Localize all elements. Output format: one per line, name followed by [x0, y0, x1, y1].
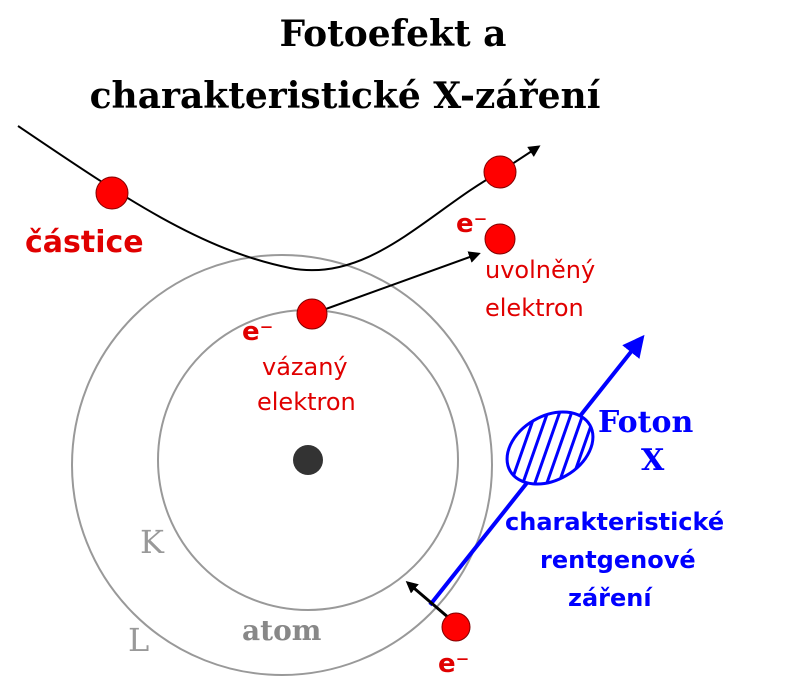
particle-label: částice [25, 225, 144, 260]
shell-k-label: K [140, 523, 165, 561]
incident-particle [96, 177, 128, 209]
released-electron [485, 224, 515, 254]
shell-l-label: L [128, 621, 149, 659]
title-line-2: charakteristické X-záření [90, 75, 601, 117]
outer-electron-symbol: e⁻ [438, 649, 469, 679]
photon-label-line-2: X [641, 443, 665, 478]
bound-electron [297, 299, 327, 329]
bound-label-line-1: vázaný [262, 353, 348, 381]
characteristic-label-line-1: charakteristické [505, 508, 724, 536]
released-label-line-2: elektron [485, 294, 584, 322]
bound-electron-symbol: e⁻ [242, 317, 273, 347]
characteristic-label-line-2: rentgenové [540, 546, 696, 574]
title-line-1: Fotoefekt a [280, 13, 507, 55]
characteristic-label-line-3: záření [568, 584, 653, 612]
shell-l-circle [72, 255, 492, 675]
nucleus [293, 445, 323, 475]
scattered-particle [484, 156, 516, 188]
bound-label-line-2: elektron [257, 388, 356, 416]
photon-wave-packet [494, 397, 606, 500]
atom-label: atom [242, 614, 321, 647]
outer-electron [442, 613, 470, 641]
photon-label-line-1: Foton [598, 405, 694, 440]
released-label-line-1: uvolněný [485, 256, 595, 284]
released-electron-symbol: e⁻ [456, 209, 487, 239]
